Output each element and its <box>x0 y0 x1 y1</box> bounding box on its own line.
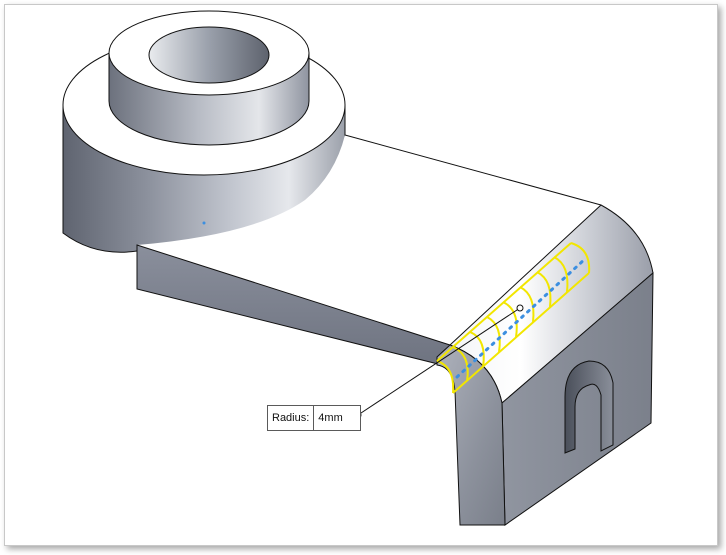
graphics-viewport[interactable]: Radius: 4mm <box>4 4 718 546</box>
plate-top-face[interactable] <box>137 133 601 345</box>
radius-label: Radius: <box>268 406 315 430</box>
arch-cutout[interactable] <box>564 360 614 454</box>
fillet-preview-path <box>455 257 587 379</box>
radius-dimension-callout[interactable]: Radius: 4mm <box>267 405 362 431</box>
part-model[interactable] <box>5 5 717 545</box>
dimension-leader <box>357 307 521 416</box>
boss-hole[interactable] <box>148 26 270 84</box>
leader-end-dot <box>516 304 524 312</box>
fillet-selection-highlight[interactable] <box>436 242 591 394</box>
radius-value-field[interactable]: 4mm <box>318 412 343 424</box>
